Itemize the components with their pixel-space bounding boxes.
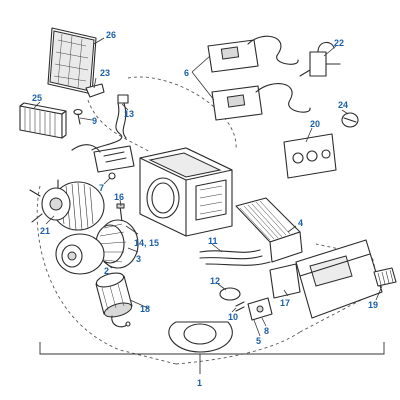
callout-10: 10 [228, 312, 238, 322]
part-7-resistor [71, 144, 135, 180]
callout-5: 5 [256, 336, 261, 346]
part-16-bolt [116, 203, 125, 223]
callout-2: 2 [104, 266, 109, 276]
callout-9: 9 [92, 116, 97, 126]
part-19-pad [373, 267, 397, 287]
part-17-cover [269, 263, 301, 299]
callout-14-15: 14, 15 [134, 238, 159, 248]
part-2-mount-plate [55, 233, 105, 275]
part-10-pins [235, 301, 245, 312]
callout-3: 3 [136, 254, 141, 264]
callout-21: 21 [40, 226, 50, 236]
leader-lines [33, 37, 383, 337]
part-8-actuator [247, 297, 273, 321]
callouts: 26 6 22 23 24 25 9 13 20 7 21 16 14, 15 … [32, 30, 378, 388]
callout-19: 19 [368, 300, 378, 310]
blower-scroll-housing [168, 321, 233, 353]
part-4-heater-core [235, 197, 303, 263]
part-12-clamp [219, 287, 241, 301]
callout-8: 8 [264, 326, 269, 336]
callout-1: 1 [197, 378, 202, 388]
main-heater-housing [139, 147, 233, 237]
part-11-hoses [199, 249, 271, 266]
callout-16: 16 [114, 192, 124, 202]
part-6-control-cables [207, 35, 311, 121]
callout-24: 24 [338, 100, 348, 110]
callout-13: 13 [124, 109, 134, 119]
callout-17: 17 [280, 298, 290, 308]
callout-20: 20 [310, 119, 320, 129]
front-console-cover [295, 239, 383, 319]
part-21-blower-assembly [29, 179, 105, 231]
part-9-screw [73, 108, 83, 125]
assembly-bracket [39, 342, 385, 374]
callout-23: 23 [100, 68, 110, 78]
part-18-motor [95, 272, 133, 328]
callout-25: 25 [32, 93, 42, 103]
callout-26: 26 [106, 30, 116, 40]
part-26-filter-pad [47, 27, 97, 95]
callout-7: 7 [99, 183, 104, 193]
callout-22: 22 [334, 38, 344, 48]
part-20-control-panel [283, 133, 337, 179]
part-23-clip [85, 83, 129, 104]
part-24-knob [341, 112, 359, 128]
callout-11: 11 [208, 236, 218, 246]
callout-12: 12 [210, 276, 220, 286]
part-13-wiring [91, 102, 127, 151]
part-22-valve [299, 41, 341, 77]
callout-4: 4 [298, 218, 303, 228]
callout-6: 6 [184, 68, 189, 78]
part-25-filter-frame [19, 102, 67, 139]
callout-18: 18 [140, 304, 150, 314]
